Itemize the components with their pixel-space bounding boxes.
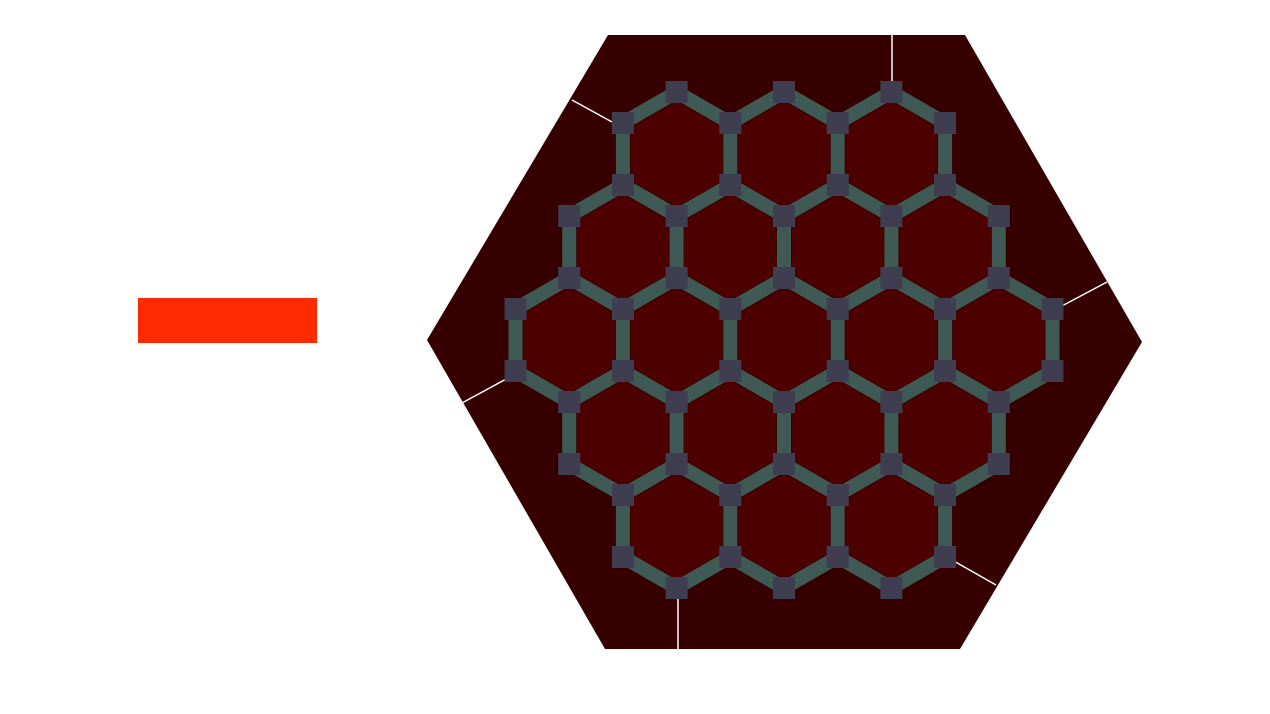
hex-tile[interactable]	[738, 101, 830, 207]
settlement-node[interactable]	[611, 112, 634, 134]
settlement-node[interactable]	[880, 267, 903, 289]
settlement-node[interactable]	[719, 360, 742, 382]
hex-tile[interactable]	[630, 473, 723, 579]
settlement-node[interactable]	[880, 81, 903, 103]
settlement-node[interactable]	[880, 453, 903, 475]
hex-tile[interactable]	[952, 287, 1045, 393]
settlement-node[interactable]	[880, 391, 903, 413]
settlement-node[interactable]	[665, 453, 688, 475]
settlement-node[interactable]	[826, 360, 849, 382]
settlement-node[interactable]	[880, 205, 903, 227]
settlement-node[interactable]	[773, 81, 795, 103]
settlement-node[interactable]	[987, 453, 1010, 475]
settlement-node[interactable]	[665, 205, 688, 227]
hex-tile[interactable]	[684, 380, 777, 486]
settlement-node[interactable]	[719, 546, 742, 568]
settlement-node[interactable]	[611, 360, 634, 382]
settlement-node[interactable]	[611, 298, 634, 320]
settlement-node[interactable]	[611, 174, 634, 196]
hex-tile[interactable]	[738, 473, 830, 579]
current-player-color-swatch	[138, 298, 317, 343]
hex-tile[interactable]	[845, 101, 938, 207]
settlement-node[interactable]	[826, 546, 849, 568]
settlement-node[interactable]	[773, 267, 795, 289]
settlement-node[interactable]	[665, 391, 688, 413]
settlement-node[interactable]	[934, 546, 957, 568]
hex-tile[interactable]	[845, 287, 938, 393]
settlement-node[interactable]	[611, 484, 634, 506]
hex-tile[interactable]	[577, 380, 669, 486]
settlement-node[interactable]	[504, 298, 527, 320]
settlement-node[interactable]	[665, 267, 688, 289]
settlement-node[interactable]	[773, 391, 795, 413]
settlement-node[interactable]	[987, 391, 1010, 413]
harbor-line	[461, 377, 509, 404]
hex-tile[interactable]	[791, 380, 884, 486]
settlement-node[interactable]	[719, 298, 742, 320]
hex-tile[interactable]	[899, 380, 991, 486]
harbor-line	[571, 99, 613, 123]
settlement-node[interactable]	[558, 267, 581, 289]
settlement-node[interactable]	[826, 112, 849, 134]
hex-tile[interactable]	[577, 194, 669, 300]
settlement-node[interactable]	[504, 360, 527, 382]
settlement-node[interactable]	[934, 484, 957, 506]
hex-tile[interactable]	[845, 473, 938, 579]
settlement-node[interactable]	[1041, 360, 1064, 382]
hex-tile[interactable]	[684, 194, 777, 300]
settlement-node[interactable]	[934, 298, 957, 320]
settlement-node[interactable]	[558, 205, 581, 227]
settlement-node[interactable]	[719, 484, 742, 506]
harbor-lines	[461, 35, 1108, 649]
hex-tile[interactable]	[523, 287, 616, 393]
hex-tile[interactable]	[899, 194, 991, 300]
settlement-node[interactable]	[773, 205, 795, 227]
harbor-line	[1059, 281, 1108, 308]
settlement-node[interactable]	[987, 267, 1010, 289]
tiles-layer	[523, 101, 1045, 579]
settlement-node[interactable]	[719, 112, 742, 134]
settlement-node[interactable]	[611, 546, 634, 568]
settlement-node[interactable]	[719, 174, 742, 196]
hex-tile[interactable]	[630, 101, 723, 207]
hex-tile[interactable]	[630, 287, 723, 393]
settlement-nodes-layer	[504, 81, 1064, 599]
settlement-node[interactable]	[558, 391, 581, 413]
settlement-node[interactable]	[665, 81, 688, 103]
settlement-node[interactable]	[665, 577, 688, 599]
settlement-node[interactable]	[934, 174, 957, 196]
settlement-node[interactable]	[987, 205, 1010, 227]
settlement-node[interactable]	[934, 360, 957, 382]
settlement-node[interactable]	[1041, 298, 1064, 320]
settlement-node[interactable]	[773, 577, 795, 599]
settlement-node[interactable]	[773, 453, 795, 475]
settlement-node[interactable]	[558, 453, 581, 475]
settlement-node[interactable]	[826, 174, 849, 196]
settlement-node[interactable]	[934, 112, 957, 134]
hex-tile[interactable]	[738, 287, 830, 393]
settlement-node[interactable]	[826, 484, 849, 506]
hex-tile[interactable]	[791, 194, 884, 300]
settlement-node[interactable]	[826, 298, 849, 320]
harbor-line	[951, 559, 997, 586]
settlement-node[interactable]	[880, 577, 903, 599]
